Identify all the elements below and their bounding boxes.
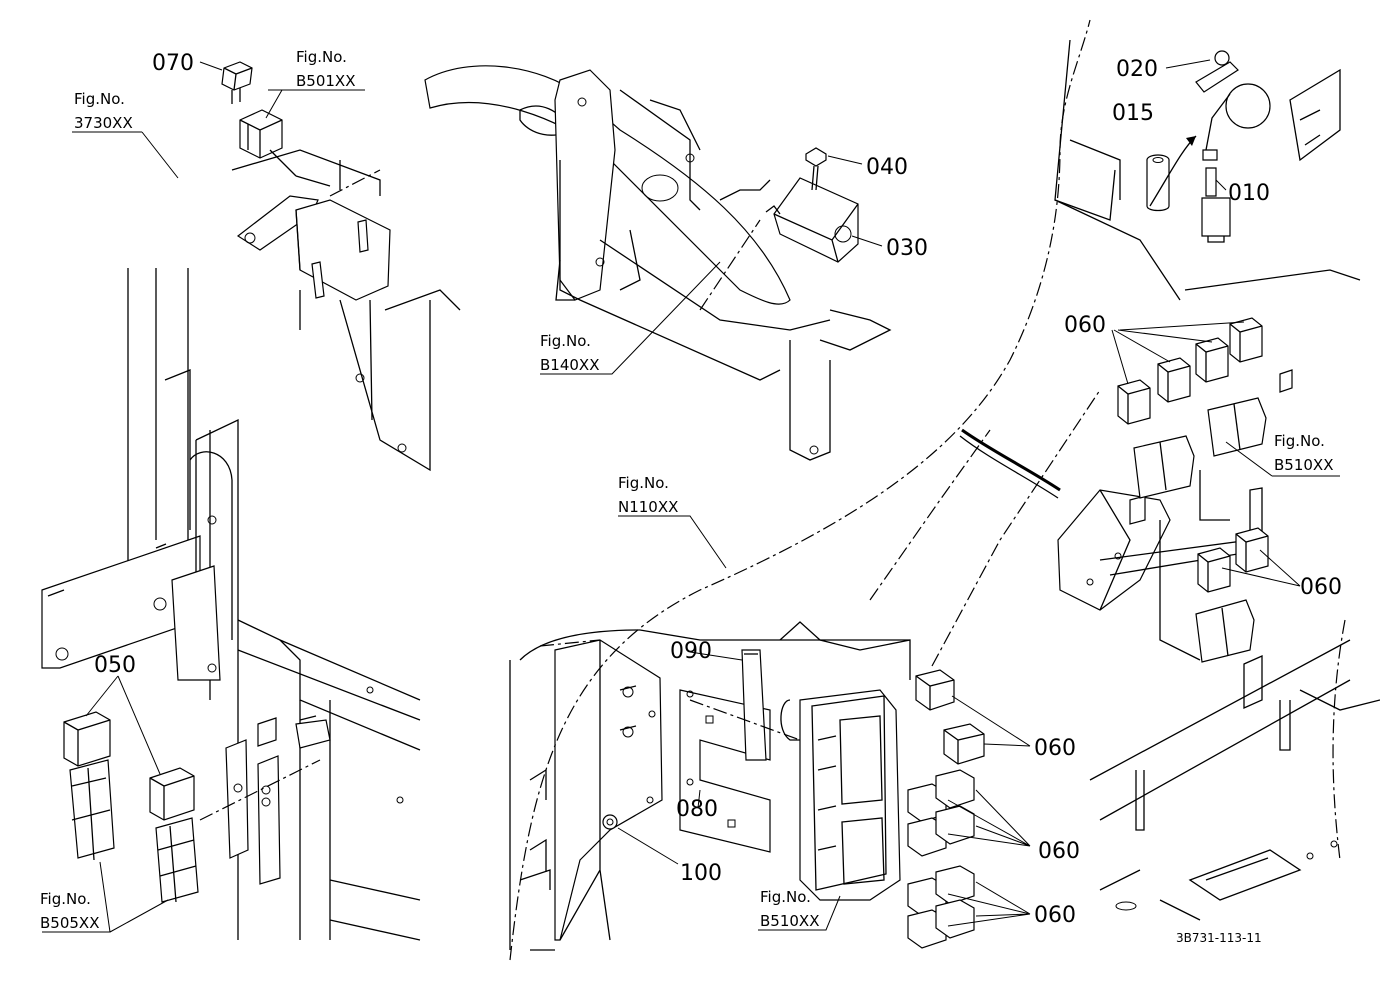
fig-ref-b501: B501XX (296, 72, 355, 90)
dash-bracket-assembly (424, 65, 892, 461)
callout-070: 070 (152, 51, 194, 76)
fig-ref-3730-caption: Fig.No. (74, 90, 125, 108)
fig-ref-3730: 3730XX (74, 114, 133, 132)
fig-ref-b505-caption: Fig.No. (40, 890, 91, 908)
callout-030: 030 (886, 236, 928, 261)
callout-040: 040 (866, 155, 908, 180)
relay-bracket-assembly (221, 61, 461, 472)
callout-060-lower-a: 060 (1034, 736, 1076, 761)
callout-020: 020 (1116, 57, 1158, 82)
fig-ref-n110: N110XX (618, 498, 678, 516)
callout-100: 100 (680, 861, 722, 886)
callout-050: 050 (94, 653, 136, 678)
right-lower-frame (1089, 639, 1380, 921)
callout-060-lower-b: 060 (1038, 839, 1080, 864)
fig-ref-b510-bottom: B510XX (760, 912, 819, 930)
sensor-assembly (1054, 39, 1361, 301)
fig-ref-b510-right: B510XX (1274, 456, 1333, 474)
fig-ref-b510-right-caption: Fig.No. (1274, 432, 1325, 450)
fig-ref-b140-caption: Fig.No. (540, 332, 591, 350)
fig-ref-n110-caption: Fig.No. (618, 474, 669, 492)
callout-090: 090 (670, 639, 712, 664)
fig-ref-b510-bottom-caption: Fig.No. (760, 888, 811, 906)
callout-010: 010 (1228, 181, 1270, 206)
dash-dot-lines (199, 19, 1346, 961)
leader-lines (42, 59, 1340, 933)
drawing-code: 3B731-113-11 (1176, 931, 1262, 945)
relay-050-group (63, 711, 199, 903)
left-frame-structure (41, 268, 421, 941)
fuse-panel-assembly (509, 621, 911, 951)
fig-ref-b501-caption: Fig.No. (296, 48, 347, 66)
callout-060-upper: 060 (1064, 313, 1106, 338)
callout-015: 015 (1112, 101, 1154, 126)
callout-060-right: 060 (1300, 575, 1342, 600)
fuse-060-lower-group (907, 669, 985, 949)
callout-060-lower-c: 060 (1034, 903, 1076, 928)
right-fuse-holder-assembly (1057, 317, 1293, 663)
callout-080: 080 (676, 797, 718, 822)
fig-ref-b140: B140XX (540, 356, 599, 374)
fig-ref-b505: B505XX (40, 914, 99, 932)
